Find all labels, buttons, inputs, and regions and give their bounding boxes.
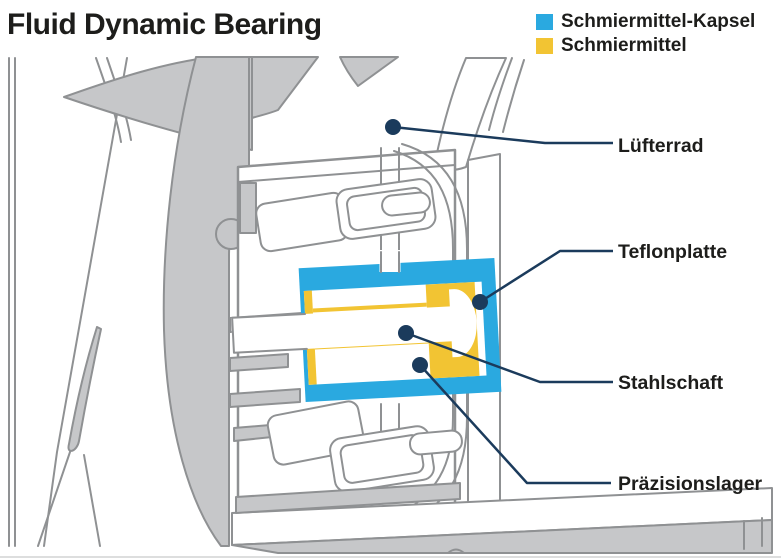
fan-frame-left-edge — [8, 57, 16, 547]
shaft-thrust-cap — [448, 289, 477, 358]
legend-swatch-yellow — [536, 38, 553, 54]
legend-swatch-blue — [536, 14, 553, 30]
callout-dot-praezisionslager — [412, 357, 428, 373]
legend-item-schmiermittel: Schmiermittel — [536, 34, 755, 58]
fan-blade-edge — [488, 57, 513, 131]
callout-line-luefterrad — [392, 125, 613, 145]
callout-line-stahlschaft — [405, 331, 613, 384]
fan-blade-lower-left — [67, 326, 102, 452]
callout-dot-teflonplatte — [472, 294, 488, 310]
callout-label-praezisionslager: Präzisionslager — [618, 473, 763, 495]
steel-shaft — [231, 306, 455, 353]
motor-windings — [255, 178, 463, 493]
page-title: Fluid Dynamic Bearing — [7, 8, 322, 41]
legend-label: Schmiermittel — [561, 35, 687, 56]
fan-blade-top-center — [251, 56, 319, 119]
lubricant-film-top — [312, 302, 427, 313]
housing-top-inner-line — [237, 164, 456, 183]
callout-label-stahlschaft: Stahlschaft — [618, 372, 724, 394]
callout-line-praezisionslager — [419, 364, 611, 485]
callout-line-teflonplatte — [479, 249, 613, 304]
fan-blade-outlines — [37, 57, 132, 547]
callout-label-teflonplatte: Teflonplatte — [618, 241, 728, 263]
fan-blade-top-center-2 — [339, 56, 399, 87]
hub-wall-slot — [379, 250, 401, 273]
callout-label-luefterrad: Lüfterrad — [618, 135, 704, 157]
shaft-outline — [231, 312, 308, 354]
callout-dot-luefterrad — [385, 119, 401, 135]
legend: Schmiermittel-Kapsel Schmiermittel — [536, 10, 755, 58]
fan-blade-edge — [502, 59, 525, 133]
legend-item-schmiermittel-kapsel: Schmiermittel-Kapsel — [536, 10, 755, 34]
legend-label: Schmiermittel-Kapsel — [561, 11, 756, 32]
fan-base — [231, 482, 773, 554]
callout-dot-stahlschaft — [398, 325, 414, 341]
